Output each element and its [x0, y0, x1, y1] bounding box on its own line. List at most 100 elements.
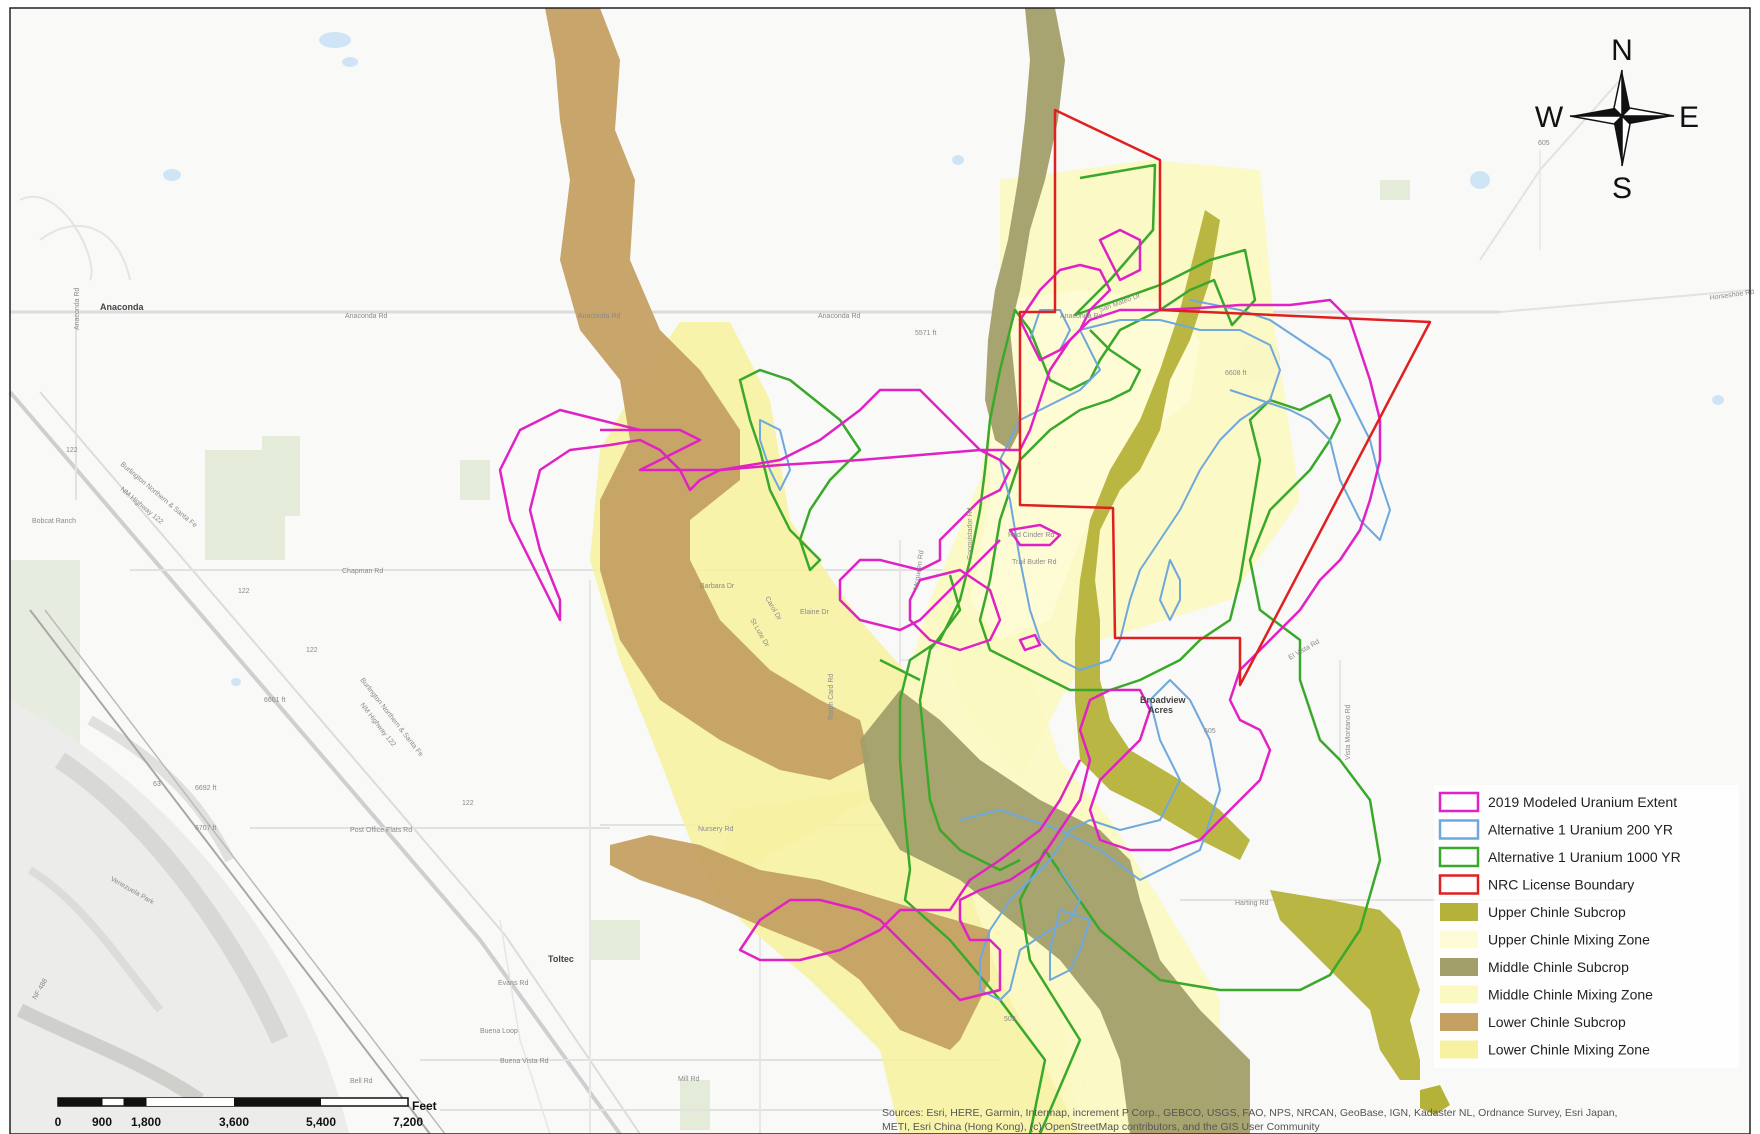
legend-swatch [1438, 819, 1480, 840]
road-label: Bobcat Ranch [32, 518, 76, 525]
elevation-label: 6601 ft [264, 697, 285, 704]
scale-tick-label: 5,400 [306, 1115, 336, 1129]
legend-swatch [1440, 958, 1478, 976]
road-label: Vista Montano Rd [1345, 704, 1352, 760]
legend-swatch [1440, 903, 1478, 921]
compass-east-label: E [1679, 101, 1699, 134]
road-label: Anaconda Rd [74, 287, 81, 330]
alt1-uranium-200yr-outline [999, 319, 1281, 671]
lower-chinle-subcrop-b [610, 835, 990, 1050]
road-label: Post Office Flats Rd [350, 827, 412, 834]
road-label: Anaconda Rd [1060, 313, 1103, 320]
place-label-broadview: Broadview [1140, 695, 1187, 705]
legend-item-label: Alternative 1 Uranium 200 YR [1488, 822, 1673, 838]
green-parcels [205, 180, 1410, 1130]
scale-unit-label: Feet [412, 1099, 437, 1113]
alt1-uranium-200yr-outline-f [959, 679, 1221, 1001]
compass-south-label: S [1612, 172, 1632, 205]
elevation-label: 6707 ft [195, 825, 216, 832]
north-arrow-icon: N S W E [1535, 34, 1699, 205]
place-label-toltec: Toltec [548, 954, 574, 964]
road-label: Buena Loop [480, 1028, 518, 1035]
lower-chinle-subcrop [545, 8, 870, 780]
road-label: Anaconda Rd [345, 313, 388, 320]
alt1-uranium-1000yr-outline [898, 163, 1382, 1134]
legend-item-label: Lower Chinle Mixing Zone [1488, 1042, 1650, 1058]
route-shield-label: 509 [1004, 1016, 1016, 1023]
alt1-uranium-200yr-outline-d [1159, 559, 1181, 621]
legend-swatch [1440, 1040, 1478, 1059]
scale-tick-label: 3,600 [219, 1115, 249, 1129]
alt1-uranium-200yr-outline-b [1189, 299, 1391, 541]
legend-swatch [1440, 985, 1478, 1004]
legend-item-label: Lower Chinle Subcrop [1488, 1014, 1626, 1030]
legend-item-label: Middle Chinle Mixing Zone [1488, 987, 1653, 1003]
route-shield-label: 605 [1204, 728, 1216, 735]
uranium-2019-extent-outline-d [1018, 263, 1112, 362]
route-shield-label: 122 [238, 588, 250, 595]
compass-west-label: W [1535, 101, 1564, 134]
legend-item-label: 2019 Modeled Uranium Extent [1488, 794, 1677, 810]
road-label: Barbara Dr [700, 583, 735, 590]
legend-swatch [1440, 930, 1478, 949]
road-label: Conquistador Rd [967, 507, 974, 560]
legend-swatch [1440, 1013, 1478, 1031]
uranium-2019-extent-outline-c [1098, 228, 1142, 282]
attribution-line-1: Sources: Esri, HERE, Garmin, Intermap, i… [882, 1107, 1617, 1119]
road-label: Bell Rd [350, 1078, 373, 1085]
attribution-line-2: METI, Esri China (Hong Kong), (c) OpenSt… [882, 1121, 1320, 1133]
nrc-license-boundary-outline [1018, 108, 1432, 687]
legend-item-label: Upper Chinle Subcrop [1488, 904, 1626, 920]
road-label: Anaconda Rd [578, 313, 621, 320]
scale-tick-label: 900 [92, 1115, 112, 1129]
road-label: Trail Butler Rd [1012, 559, 1057, 566]
route-shield-label: 122 [462, 800, 474, 807]
alt1-uranium-200yr-outline-g [1049, 909, 1091, 981]
route-shield-label: 605 [1538, 140, 1550, 147]
road-label: Ralph Card Rd [828, 674, 835, 720]
road-label: Evans Rd [498, 980, 528, 987]
alt1-uranium-1000yr-outline-d [879, 658, 921, 682]
upper-chinle-subcrop-b [1270, 890, 1420, 1080]
uranium-2019-extent-outline-e [1008, 523, 1062, 547]
road-label: Anaconda Rd [818, 313, 861, 320]
road-label: Elaine Dr [800, 609, 829, 616]
route-shield-label: 63 [153, 781, 161, 788]
road-label: Nursery Rd [698, 826, 734, 833]
uranium-outlines [498, 108, 1432, 1134]
legend-item-label: NRC License Boundary [1488, 877, 1634, 893]
legend-item-label: Alternative 1 Uranium 1000 YR [1488, 849, 1681, 865]
legend-swatch [1438, 791, 1480, 813]
middle-chinle-subcrop [985, 8, 1065, 450]
upper-chinle-subcrop-c [1420, 1085, 1450, 1115]
road-label: Red Cinder Rd [1008, 532, 1054, 539]
elevation-label: 6608 ft [1225, 370, 1246, 377]
upper-chinle-mixing-zone [970, 290, 1200, 640]
scale-tick-label: 0 [55, 1115, 62, 1129]
route-shield-label: 122 [306, 647, 318, 654]
uranium-2019-extent-outline-b [498, 388, 1012, 632]
road-label: Buena Vista Rd [500, 1058, 549, 1065]
scale-bar: Feet 0 900 1,800 3,600 5,400 7,200 [55, 1097, 437, 1129]
legend-swatch [1438, 846, 1480, 868]
alt1-uranium-200yr-outline-e [759, 419, 791, 491]
map-border [9, 7, 1751, 1134]
place-label-anaconda: Anaconda [100, 302, 145, 312]
road-label: Chapman Rd [342, 568, 383, 575]
legend-background [1434, 785, 1739, 1068]
place-label-acres: Acres [1148, 705, 1173, 715]
route-shield-label: 122 [66, 447, 78, 454]
legend-item-label: Middle Chinle Subcrop [1488, 959, 1629, 975]
middle-chinle-subcrop-b [860, 690, 1250, 1134]
elevation-label: 5571 ft [915, 330, 936, 337]
uranium-2019-extent-outline-g [908, 568, 1002, 652]
scale-tick-label: 1,800 [131, 1115, 161, 1129]
compass-north-label: N [1611, 34, 1633, 67]
road-label: Mill Rd [678, 1076, 699, 1083]
uranium-2019-extent-outline-f [1018, 633, 1042, 652]
legend-item-label: Upper Chinle Mixing Zone [1488, 932, 1650, 948]
terrain-hillshade [10, 560, 350, 1134]
alt1-uranium-1000yr-outline-c [918, 574, 1021, 872]
